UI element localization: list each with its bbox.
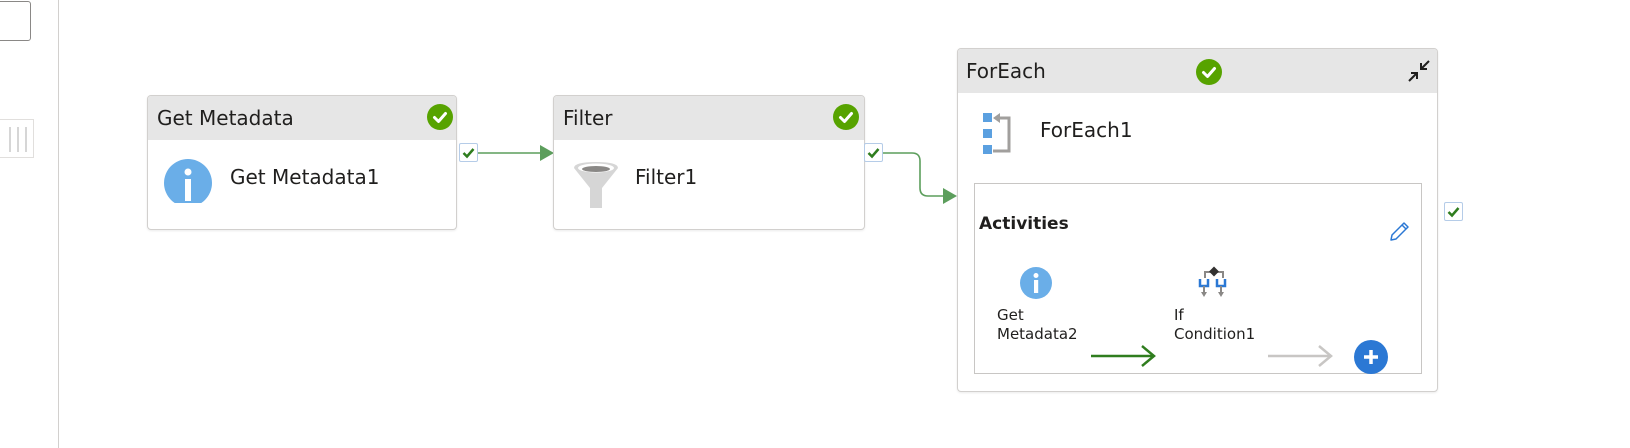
activity-header: Get Metadata xyxy=(148,96,456,140)
plus-icon xyxy=(1354,340,1388,374)
inner-activity-get-metadata2[interactable]: Get Metadata2 xyxy=(997,306,1078,344)
add-activity-button[interactable] xyxy=(1353,339,1389,379)
inner-activities-panel[interactable]: Activities Get Metadata2 xyxy=(974,183,1422,374)
foreach-loop-icon xyxy=(981,111,1017,161)
label-line: Condition1 xyxy=(1174,325,1256,343)
activity-type-label: Filter xyxy=(563,106,613,130)
activity-header: Filter xyxy=(554,96,864,140)
collapse-arrows-icon[interactable] xyxy=(1406,58,1432,88)
activity-name: Get Metadata1 xyxy=(230,165,380,189)
label-line: Metadata2 xyxy=(997,325,1078,343)
pencil-icon[interactable] xyxy=(1387,220,1411,248)
label-line: If xyxy=(1174,306,1184,324)
success-arrow xyxy=(1091,345,1156,367)
success-output-port[interactable] xyxy=(459,143,478,162)
sidebar-divider xyxy=(58,0,59,448)
inner-activity-if-condition1[interactable]: If Condition1 xyxy=(1174,306,1255,344)
label-line: Get xyxy=(997,306,1024,324)
activity-foreach[interactable]: ForEach ForEach1 Activities xyxy=(957,48,1438,392)
if-condition-icon xyxy=(1197,266,1231,302)
success-output-port[interactable] xyxy=(864,143,883,162)
activity-name: ForEach1 xyxy=(1040,118,1133,142)
success-check-icon xyxy=(833,104,859,130)
info-icon xyxy=(164,159,214,208)
panel-toggle-button[interactable] xyxy=(0,1,31,41)
collapse-grip-icon[interactable] xyxy=(0,119,34,158)
activity-get-metadata[interactable]: Get Metadata Get Metadata1 xyxy=(147,95,457,230)
activity-header: ForEach xyxy=(958,49,1437,93)
success-output-port[interactable] xyxy=(1444,202,1463,221)
activities-heading: Activities xyxy=(979,214,1069,234)
inactive-arrow xyxy=(1268,345,1333,367)
funnel-icon xyxy=(572,162,620,212)
activity-filter[interactable]: Filter Filter1 xyxy=(553,95,865,230)
info-icon xyxy=(1019,266,1053,304)
activity-name: Filter1 xyxy=(635,165,698,189)
success-check-icon xyxy=(427,104,453,130)
activity-type-label: ForEach xyxy=(966,59,1046,83)
success-check-icon xyxy=(1196,59,1222,85)
activity-type-label: Get Metadata xyxy=(157,106,294,130)
